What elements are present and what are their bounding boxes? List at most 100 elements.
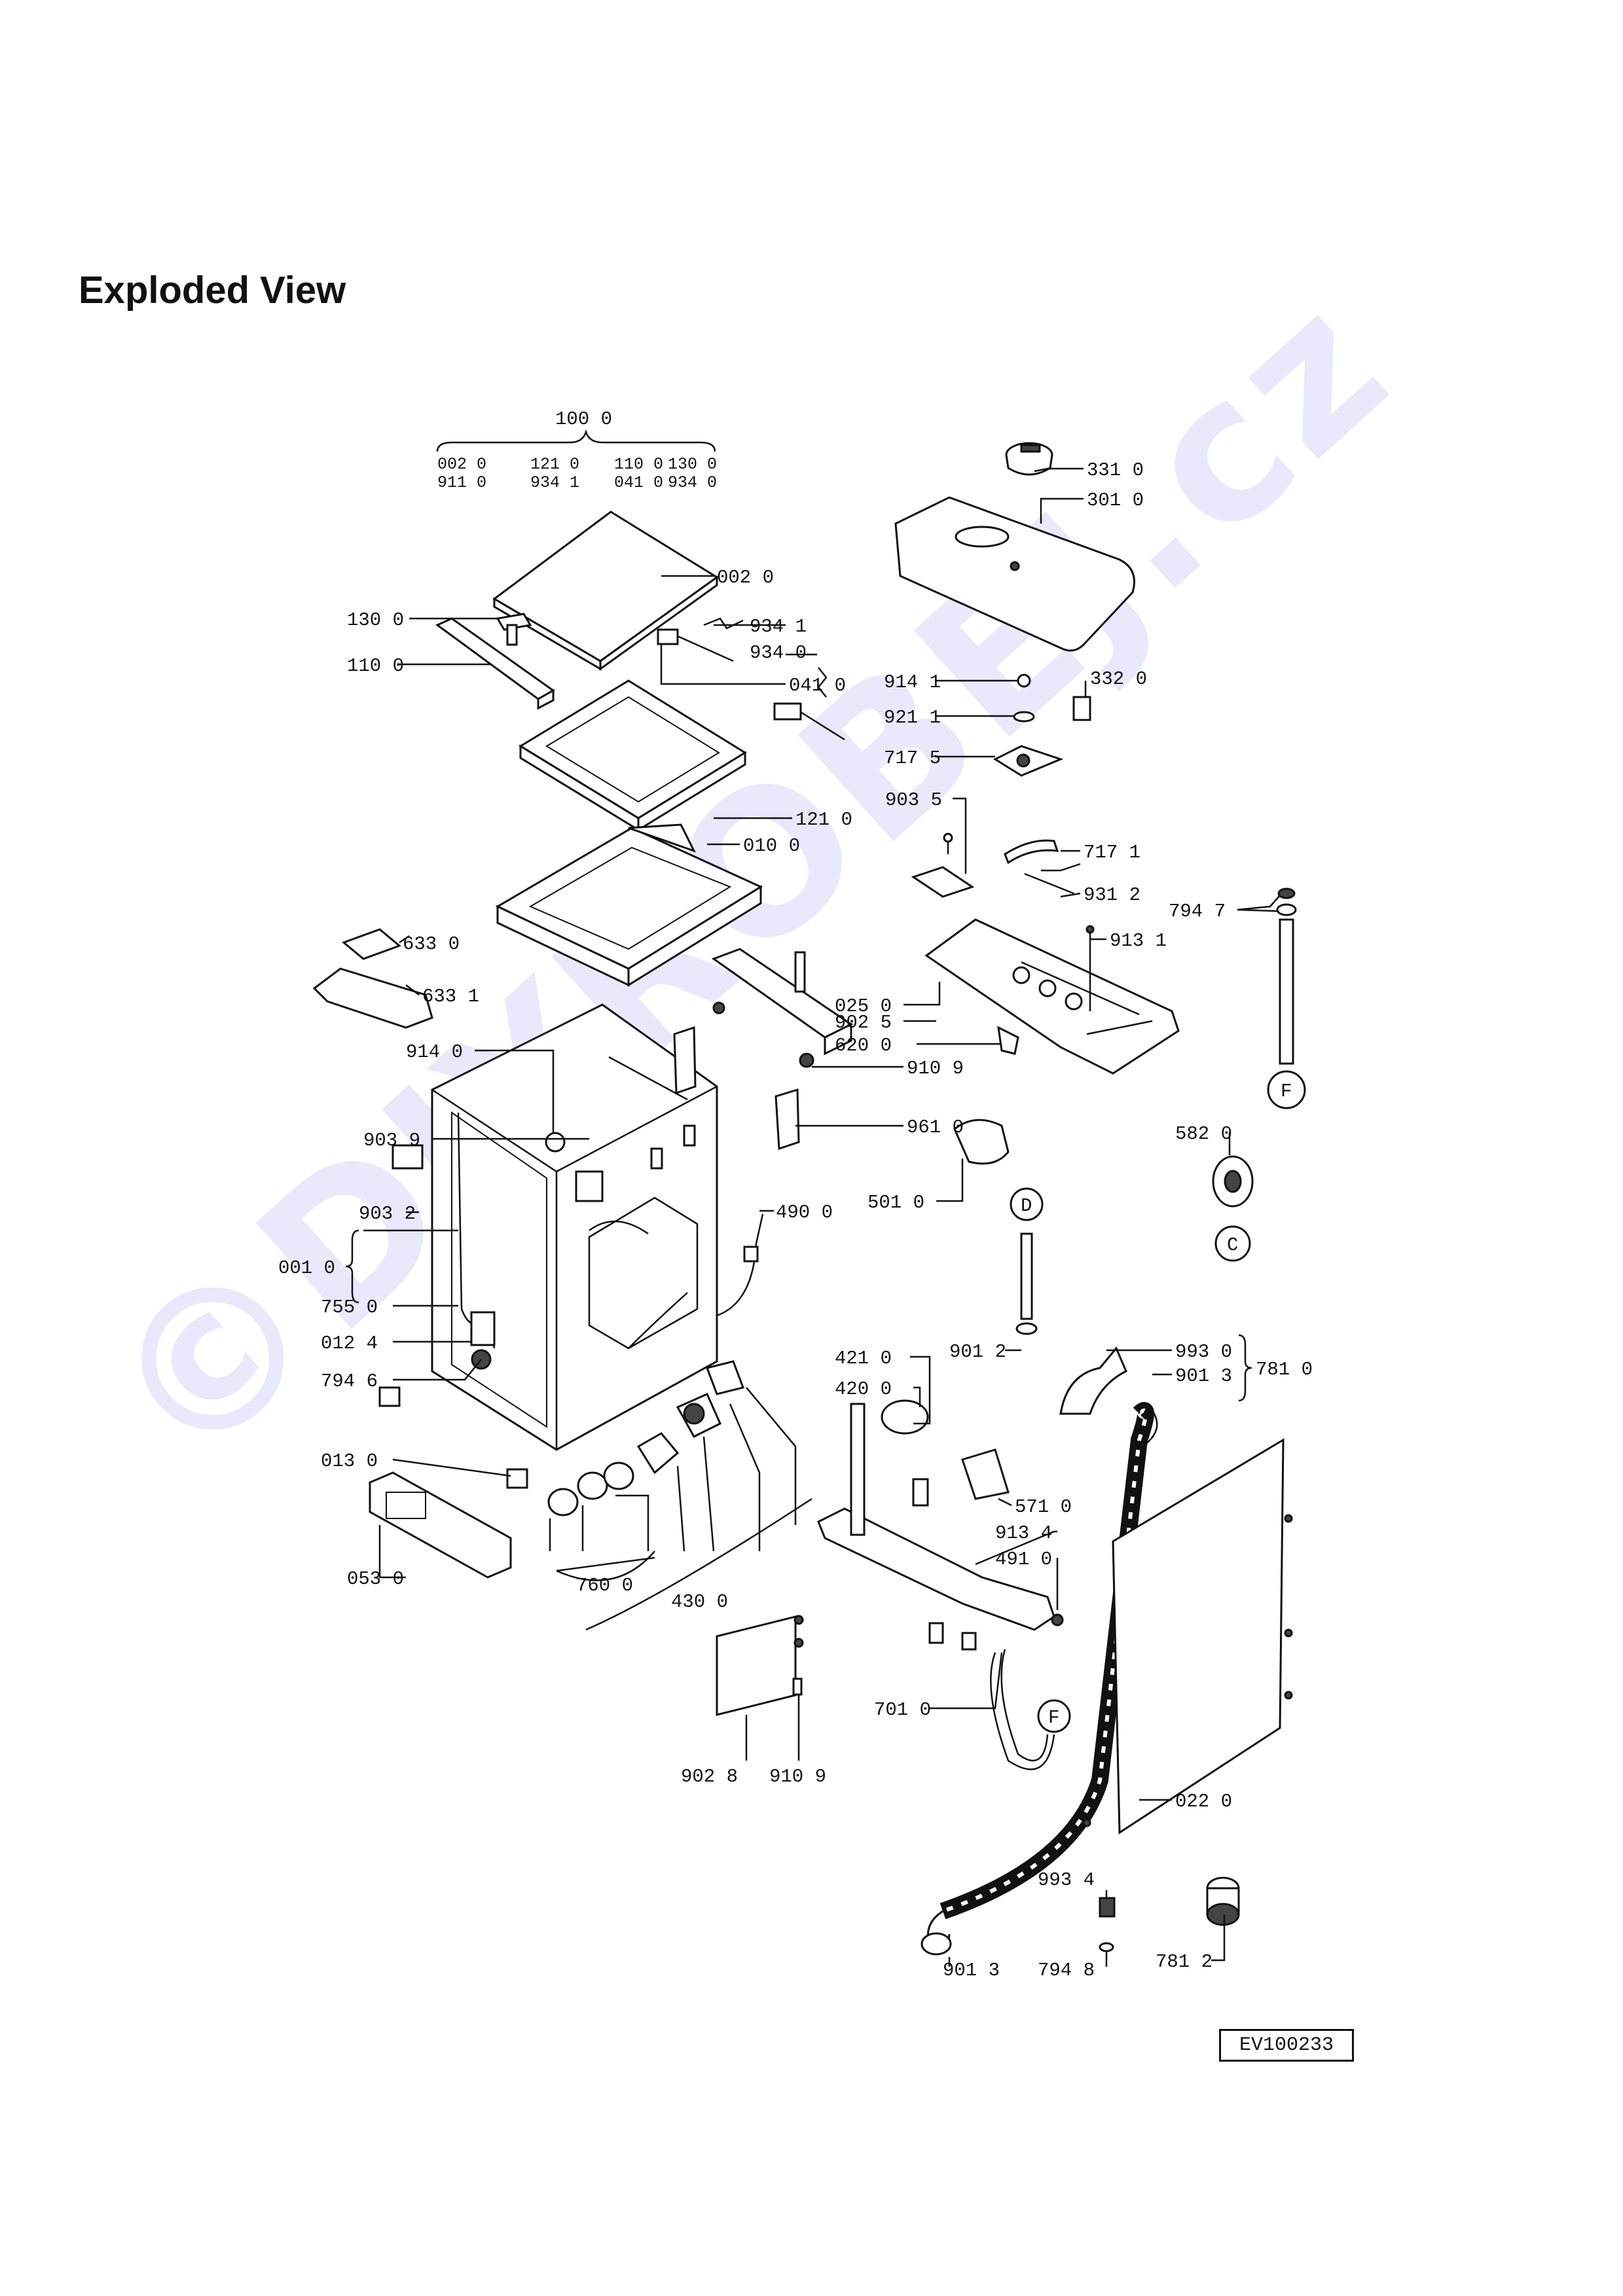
callout-332-0: 332 0	[1090, 668, 1147, 690]
marker-d: D	[1021, 1195, 1032, 1217]
callout-903-9: 903 9	[363, 1130, 420, 1151]
callout-701-0: 701 0	[874, 1699, 931, 1721]
callout-934-1: 934 1	[750, 616, 807, 637]
part-fascia	[894, 496, 1135, 652]
callout-931-2: 931 2	[1084, 884, 1140, 906]
callout-755-0: 755 0	[321, 1297, 378, 1318]
callout-901-2: 901 2	[949, 1341, 1006, 1363]
callout-717-1: 717 1	[1084, 842, 1140, 863]
callout-002-0: 002 0	[717, 567, 774, 588]
callout-903-5: 903 5	[885, 789, 942, 811]
part-lock-041	[657, 617, 845, 741]
part-lower-left	[378, 1144, 528, 1489]
callout-901-3-lower: 901 3	[943, 1960, 1000, 1981]
callout-760-0: 760 0	[576, 1575, 633, 1596]
kit-group: 100 0 002 0 121 0 110 0 130 0 911 0 934 …	[436, 408, 717, 492]
callout-901-3-upper: 901 3	[1175, 1365, 1232, 1387]
callout-633-0: 633 0	[403, 933, 460, 955]
kit-item: 911 0	[437, 473, 486, 492]
callout-121-0: 121 0	[795, 809, 852, 831]
kit-item: 934 1	[530, 473, 579, 492]
part-620-501	[953, 1026, 1019, 1165]
part-plate-903	[911, 833, 975, 898]
callout-012-4: 012 4	[321, 1333, 378, 1354]
callout-961-0: 961 0	[907, 1117, 964, 1138]
callout-993-0: 993 0	[1175, 1341, 1232, 1363]
part-panels	[673, 948, 853, 1151]
callout-620-0: 620 0	[835, 1035, 892, 1056]
part-hose-794-7	[1267, 888, 1306, 1109]
marker-f-bottom: F	[1048, 1707, 1059, 1729]
callout-331-0: 331 0	[1087, 459, 1144, 481]
callout-902-8: 902 8	[681, 1766, 738, 1787]
callout-421-0: 421 0	[835, 1348, 892, 1369]
marker-f-top: F	[1281, 1081, 1292, 1102]
callout-491-0: 491 0	[995, 1549, 1052, 1570]
callout-420-0: 420 0	[835, 1378, 892, 1400]
callout-921-1: 921 1	[884, 707, 941, 728]
kit-brace	[436, 429, 716, 452]
callout-913-1: 913 1	[1110, 930, 1167, 952]
kit-item: 130 0	[668, 455, 717, 474]
page-title: Exploded View	[79, 269, 346, 312]
callout-914-1: 914 1	[884, 672, 941, 693]
part-717-931	[1004, 839, 1074, 895]
part-bottom-small	[1099, 1876, 1240, 1952]
part-drain-hose	[921, 1346, 1158, 1956]
part-small-controls	[993, 673, 1091, 777]
part-582	[1212, 1155, 1254, 1262]
callout-053-0: 053 0	[347, 1568, 404, 1590]
callout-013-0: 013 0	[321, 1450, 378, 1472]
callout-022-0: 022 0	[1175, 1791, 1232, 1812]
part-side-panel	[1082, 1438, 1293, 1835]
callout-910-9-upper: 910 9	[907, 1058, 964, 1079]
callout-571-0: 571 0	[1015, 1496, 1072, 1518]
callout-130-0: 130 0	[347, 609, 404, 631]
kit-item: 121 0	[530, 455, 579, 474]
callout-794-7: 794 7	[1169, 901, 1226, 922]
callout-430-0: 430 0	[671, 1591, 728, 1613]
part-frame-010	[495, 823, 763, 987]
part-inlet-hose	[990, 1649, 1071, 1770]
callout-903-2: 903 2	[359, 1203, 416, 1225]
callout-501-0: 501 0	[867, 1192, 924, 1213]
kit-item: 041 0	[614, 473, 663, 492]
part-rod-d	[1010, 1187, 1044, 1335]
callout-993-4: 993 4	[1038, 1869, 1095, 1891]
markers: F C D F	[1021, 1081, 1292, 1729]
kit-item: 002 0	[437, 455, 486, 474]
part-drawer-053	[369, 1471, 512, 1579]
callout-717-5: 717 5	[884, 747, 941, 769]
part-clip-and-bar	[435, 613, 555, 710]
callout-025-0: 025 0	[835, 996, 892, 1017]
kit-item: 110 0	[614, 455, 663, 474]
part-pump	[547, 1360, 812, 1631]
callout-910-9-lower: 910 9	[769, 1766, 826, 1787]
callout-781-0: 781 0	[1256, 1359, 1313, 1380]
part-bracket	[817, 1399, 1064, 1651]
drawing-code-box: EV100233	[1219, 2029, 1354, 2062]
callout-301-0: 301 0	[1087, 490, 1144, 511]
callout-913-4: 913 4	[995, 1522, 1052, 1544]
part-633	[312, 928, 433, 1029]
callout-labels: 331 0 301 0 002 0 130 0 934 1 934 0 110 …	[278, 459, 1313, 1981]
callout-781-2: 781 2	[1156, 1951, 1213, 1973]
callout-490-0: 490 0	[776, 1202, 833, 1223]
callout-041-0: 041 0	[789, 675, 846, 696]
part-cabinet	[431, 1003, 718, 1451]
callout-914-0: 914 0	[406, 1041, 463, 1063]
callout-794-6: 794 6	[321, 1371, 378, 1392]
callout-582-0: 582 0	[1175, 1123, 1232, 1145]
kit-label: 100 0	[555, 408, 612, 430]
callout-633-1: 633 1	[422, 986, 479, 1007]
kit-item: 934 0	[668, 473, 717, 492]
callout-001-0: 001 0	[278, 1257, 335, 1279]
leader-lines	[345, 467, 1281, 1967]
callout-110-0: 110 0	[347, 655, 404, 677]
callout-794-8: 794 8	[1038, 1960, 1095, 1981]
part-control-board	[924, 918, 1180, 1075]
callout-010-0: 010 0	[743, 835, 800, 857]
part-cable-490	[716, 1213, 764, 1317]
callout-902-5: 902 5	[835, 1012, 892, 1033]
